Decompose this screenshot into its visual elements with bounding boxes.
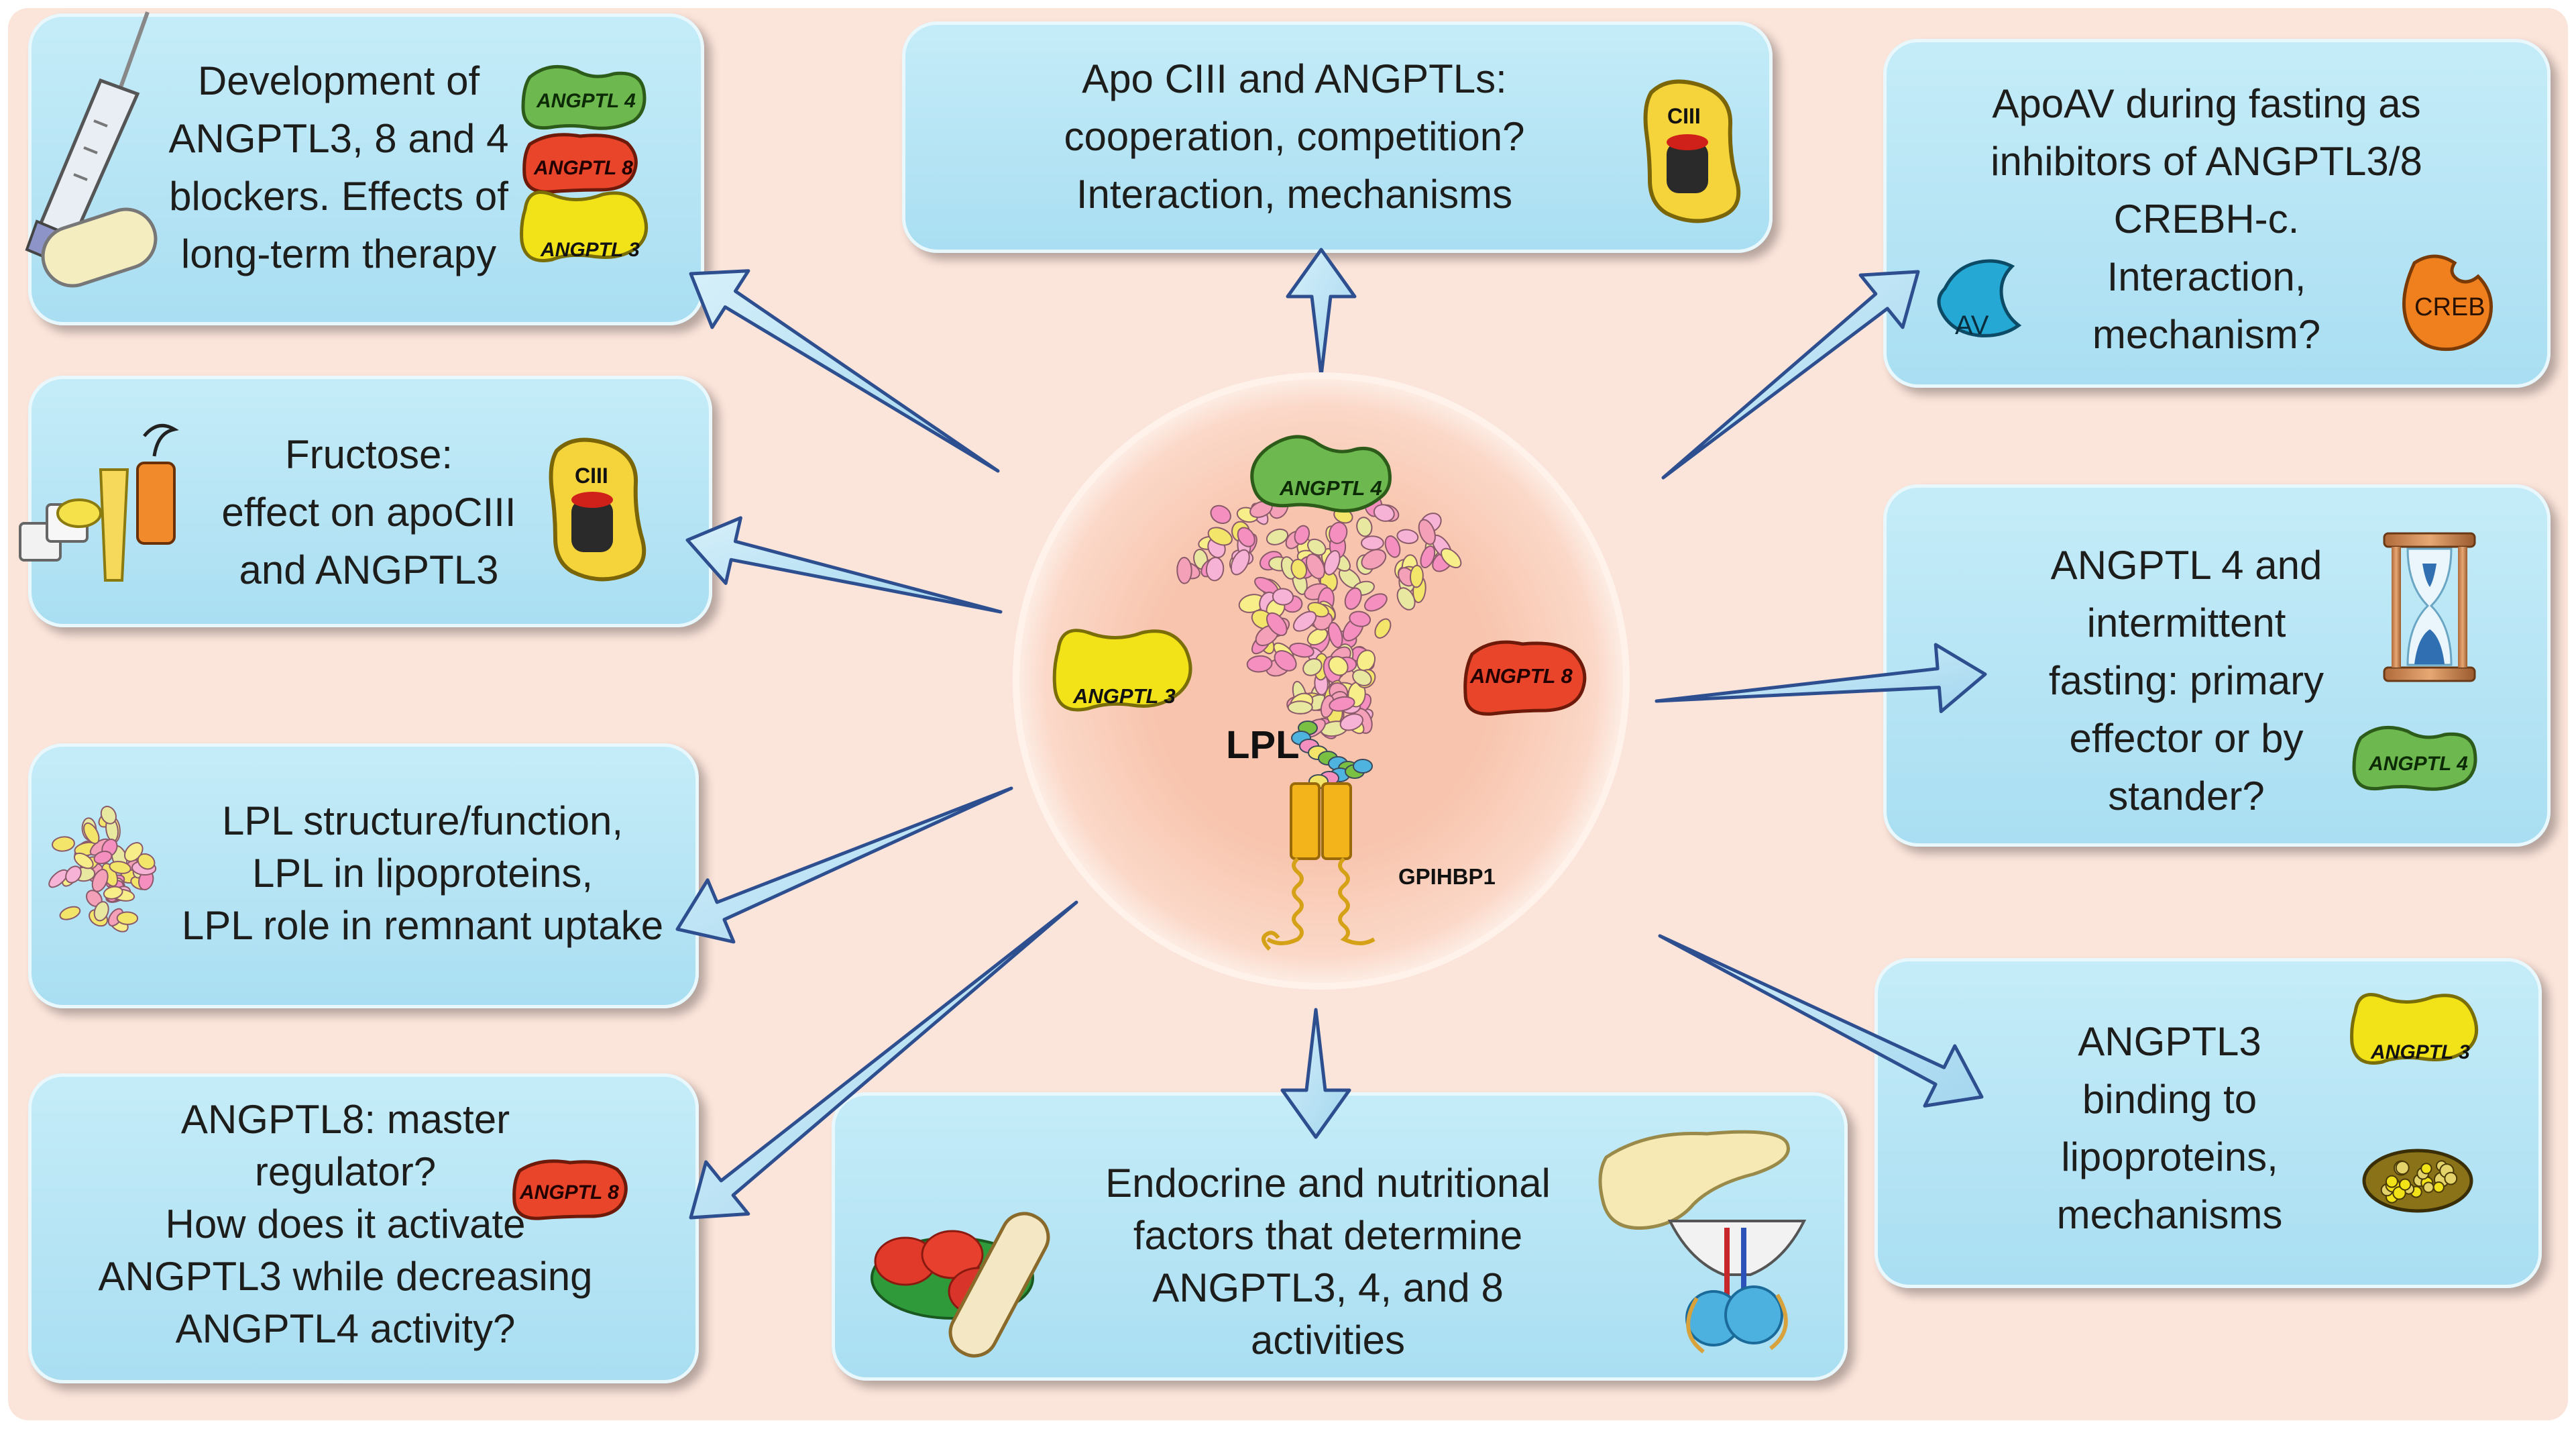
fasting-angptl4-badge: ANGPTL 4 bbox=[2352, 725, 2477, 791]
text-line: mechanisms bbox=[2056, 1192, 2283, 1237]
arrow-to-fasting bbox=[1655, 643, 1987, 713]
text-line: LPL structure/function, bbox=[221, 798, 624, 843]
apoc3-text: Apo CIII and ANGPTLs: cooperation, compe… bbox=[986, 50, 1603, 223]
svg-text:ANGPTL 3: ANGPTL 3 bbox=[1072, 684, 1176, 708]
arrow-to-apoc3 bbox=[1286, 248, 1357, 378]
text-line: Endocrine and nutritional bbox=[1105, 1161, 1551, 1206]
svg-text:AV: AV bbox=[1955, 311, 1989, 340]
apoav-creb-icon: CREB bbox=[2402, 254, 2494, 352]
text-line: ANGPTL3 bbox=[2078, 1019, 2261, 1064]
text-line: mechanism? bbox=[2092, 312, 2321, 357]
svg-text:CIII: CIII bbox=[1667, 104, 1701, 128]
svg-text:ANGPTL 3: ANGPTL 3 bbox=[540, 239, 640, 261]
text-line: Interaction, bbox=[2107, 254, 2306, 299]
fructose-apoc3-icon: CIII bbox=[549, 437, 647, 582]
center-angptl8-badge: ANGPTL 8 bbox=[1463, 640, 1587, 716]
text-line: effect on apoCIII bbox=[221, 490, 516, 535]
text-line: ANGPTL3 while decreasing bbox=[98, 1254, 593, 1299]
arrow-to-development bbox=[689, 269, 1000, 473]
text-line: stander? bbox=[2108, 774, 2265, 818]
arrow-to-structure bbox=[675, 786, 1013, 944]
text-line: regulator? bbox=[254, 1149, 437, 1194]
lpl-cluster-icon bbox=[48, 806, 157, 933]
text-line: lipoproteins, bbox=[2061, 1134, 2278, 1179]
text-line: effector or by bbox=[2069, 716, 2304, 761]
text-line: CREBH-c. bbox=[2113, 197, 2300, 242]
text-line: inhibitors of ANGPTL3/8 bbox=[1991, 139, 2422, 184]
text-line: Development of bbox=[197, 58, 480, 103]
text-line: long-term therapy bbox=[180, 231, 497, 276]
text-line: Interaction, mechanisms bbox=[1076, 172, 1513, 217]
gpihbp1-receptor bbox=[1262, 782, 1376, 951]
binding-angptl3-badge: ANGPTL 3 bbox=[2350, 993, 2479, 1065]
text-line: and ANGPTL3 bbox=[239, 547, 499, 592]
development-text: Development of ANGPTL3, 8 and 4 blockers… bbox=[148, 52, 530, 283]
text-line: intermittent bbox=[2086, 600, 2286, 645]
angptl8-text: ANGPTL8: master regulator? How does it a… bbox=[74, 1094, 617, 1355]
text-line: LPL role in remnant uptake bbox=[181, 903, 664, 948]
text-line: LPL in lipoproteins, bbox=[251, 851, 594, 896]
development-angptl8-badge: ANGPTL 8 bbox=[522, 133, 638, 194]
structure-text: LPL structure/function, LPL in lipoprote… bbox=[161, 795, 684, 952]
svg-text:ANGPTL 4: ANGPTL 4 bbox=[1279, 476, 1382, 500]
arrow-to-endocrine bbox=[1280, 1008, 1351, 1139]
fasting-text: ANGPTL 4 and intermittent fasting: prima… bbox=[2005, 537, 2367, 825]
hourglass-icon bbox=[2383, 532, 2476, 682]
arrow-to-apoav bbox=[1661, 270, 1920, 480]
gpihbp1-label: GPIHBP1 bbox=[1398, 864, 1496, 889]
text-line: Apo CIII and ANGPTLs: bbox=[1082, 56, 1507, 101]
box-angptl8 bbox=[28, 1073, 699, 1383]
center-angptl4-badge: ANGPTL 4 bbox=[1250, 435, 1392, 513]
svg-text:ANGPTL 8: ANGPTL 8 bbox=[1469, 664, 1573, 688]
text-line: ANGPTL8: master bbox=[180, 1097, 510, 1142]
svg-text:ANGPTL 8: ANGPTL 8 bbox=[533, 157, 633, 179]
endocrine-text: Endocrine and nutritional factors that d… bbox=[1066, 1157, 1589, 1367]
box-apoc3 bbox=[902, 21, 1773, 253]
binding-text: ANGPTL3 binding to lipoproteins, mechani… bbox=[2002, 1013, 2337, 1244]
text-line: How does it activate bbox=[165, 1202, 526, 1247]
lpl-label: LPL bbox=[1226, 723, 1300, 767]
baguette-icon bbox=[948, 1212, 1050, 1358]
text-line: ANGPTL4 activity? bbox=[175, 1306, 516, 1351]
text-line: ANGPTL3, 4, and 8 bbox=[1152, 1265, 1504, 1310]
svg-text:ANGPTL 4: ANGPTL 4 bbox=[2368, 753, 2468, 775]
text-line: activities bbox=[1250, 1318, 1406, 1363]
angptl8-box-badge: ANGPTL 8 bbox=[512, 1159, 628, 1220]
arrow-to-fructose bbox=[685, 516, 1003, 614]
apoav-av-icon: AV bbox=[1937, 259, 2022, 340]
svg-text:ANGPTL 4: ANGPTL 4 bbox=[536, 90, 636, 112]
lipoprotein-icon bbox=[2362, 1149, 2473, 1213]
center-angptl3-badge: ANGPTL 3 bbox=[1052, 629, 1192, 712]
organ-tissue-icon bbox=[1667, 1220, 1807, 1354]
text-line: binding to bbox=[2082, 1077, 2257, 1122]
text-line: ANGPTL3, 8 and 4 bbox=[168, 116, 509, 161]
development-angptl3-badge: ANGPTL 3 bbox=[520, 191, 649, 262]
text-line: fasting: primary bbox=[2048, 658, 2325, 703]
fructose-drinks-icon bbox=[19, 423, 179, 582]
apoav-text: ApoAV during fasting as inhibitors of AN… bbox=[1975, 75, 2438, 364]
svg-text:CREB: CREB bbox=[2414, 293, 2485, 321]
development-angptl4-badge: ANGPTL 4 bbox=[521, 64, 647, 130]
arrow-to-binding bbox=[1658, 934, 1984, 1108]
text-line: blockers. Effects of bbox=[169, 174, 508, 219]
pill-icon bbox=[41, 207, 158, 288]
text-line: ANGPTL 4 and bbox=[2050, 543, 2322, 588]
pancreas-icon bbox=[1598, 1130, 1790, 1230]
text-line: Fructose: bbox=[284, 432, 453, 477]
apoc3-icon: CIII bbox=[1643, 79, 1741, 223]
text-line: factors that determine bbox=[1133, 1213, 1523, 1258]
text-line: cooperation, competition? bbox=[1064, 114, 1525, 159]
fructose-text: Fructose: effect on apoCIII and ANGPTL3 bbox=[194, 426, 543, 599]
arrow-to-angptl8 bbox=[689, 900, 1078, 1220]
text-line: ApoAV during fasting as bbox=[1992, 81, 2421, 126]
svg-text:ANGPTL 8: ANGPTL 8 bbox=[519, 1181, 619, 1204]
svg-text:CIII: CIII bbox=[575, 464, 608, 488]
svg-text:ANGPTL 3: ANGPTL 3 bbox=[2370, 1041, 2470, 1063]
lpl-molecule bbox=[1176, 493, 1462, 789]
